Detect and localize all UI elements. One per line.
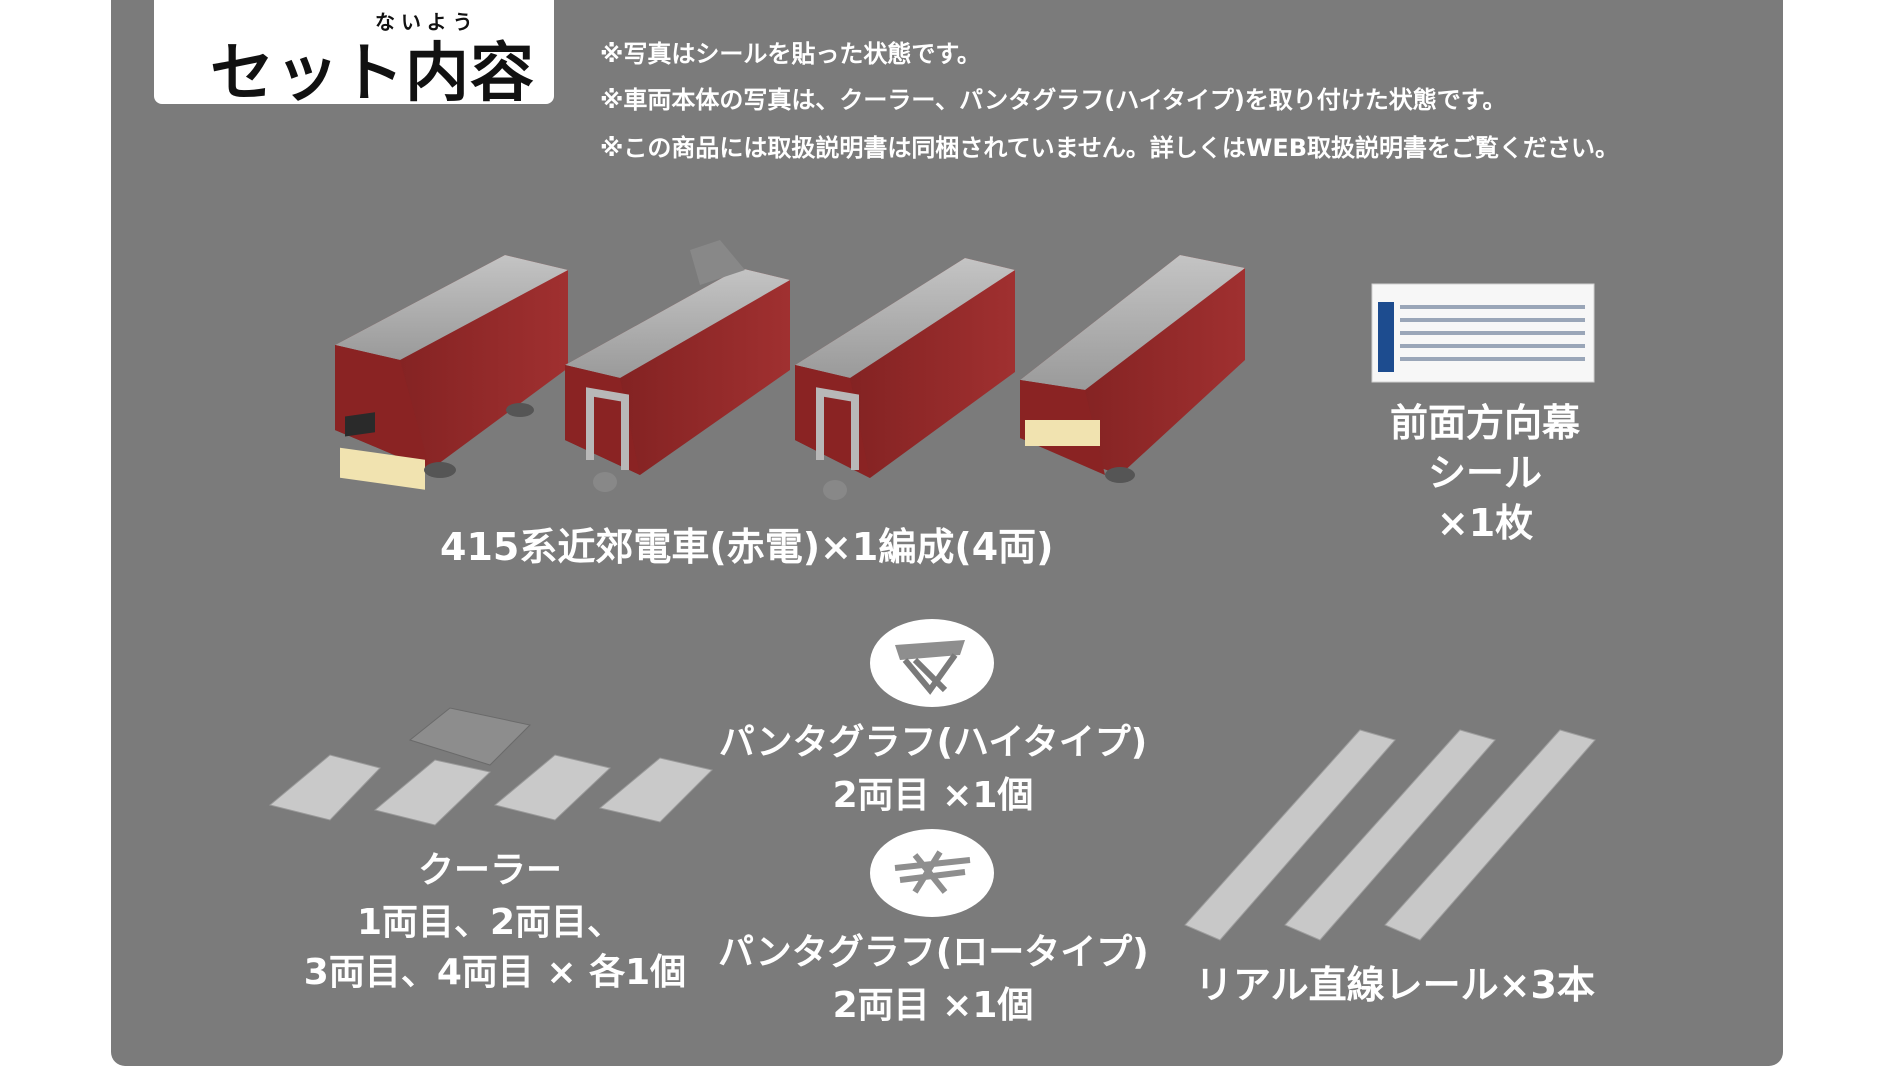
cooler-parts [268, 707, 713, 826]
pantograph-high [870, 619, 994, 707]
rail-pieces [1184, 729, 1596, 941]
note-3: ※この商品には取扱説明書は同梱されていません。詳しくはWEB取扱説明書をご覧くだ… [600, 134, 1620, 162]
cooler-caption-3: 3両目、4両目 × 各1個 [303, 952, 687, 993]
note-2: ※車両本体の写真は、クーラー、パンタグラフ(ハイタイプ)を取り付けた状態です。 [600, 86, 1507, 114]
train-caption: 415系近郊電車(赤電)×1編成(4両) [440, 525, 1054, 569]
sticker-sheet [1371, 283, 1595, 383]
sticker-caption-2: シール [1427, 451, 1542, 495]
title-char-se: セット内容 [210, 37, 535, 111]
title-box [154, 0, 554, 104]
train-car-3 [795, 258, 1015, 500]
train-car-4 [1020, 255, 1245, 483]
rail-caption: リアル直線レール×3本 [1195, 963, 1595, 1007]
sticker-caption-1: 前面方向幕 [1389, 401, 1580, 445]
pantograph-low [870, 829, 994, 917]
pantograph-high-caption-1: パンタグラフ(ハイタイプ) [718, 722, 1148, 763]
page-title: セット内容 [210, 22, 535, 114]
cooler-caption-2: 1両目、2両目、 [356, 902, 624, 943]
cooler-caption-1: クーラー [417, 850, 562, 891]
note-1: ※写真はシールを貼った状態です。 [600, 40, 981, 68]
title-ruby: ないよう [375, 10, 479, 34]
pantograph-low-caption-2: 2両目 ×1個 [832, 985, 1034, 1026]
train-car-2 [565, 240, 790, 492]
sticker-caption-3: ×1枚 [1436, 501, 1534, 545]
train-car-1 [335, 255, 568, 490]
pantograph-high-caption-2: 2両目 ×1個 [832, 775, 1034, 816]
pantograph-low-caption-1: パンタグラフ(ロータイプ) [718, 932, 1149, 973]
